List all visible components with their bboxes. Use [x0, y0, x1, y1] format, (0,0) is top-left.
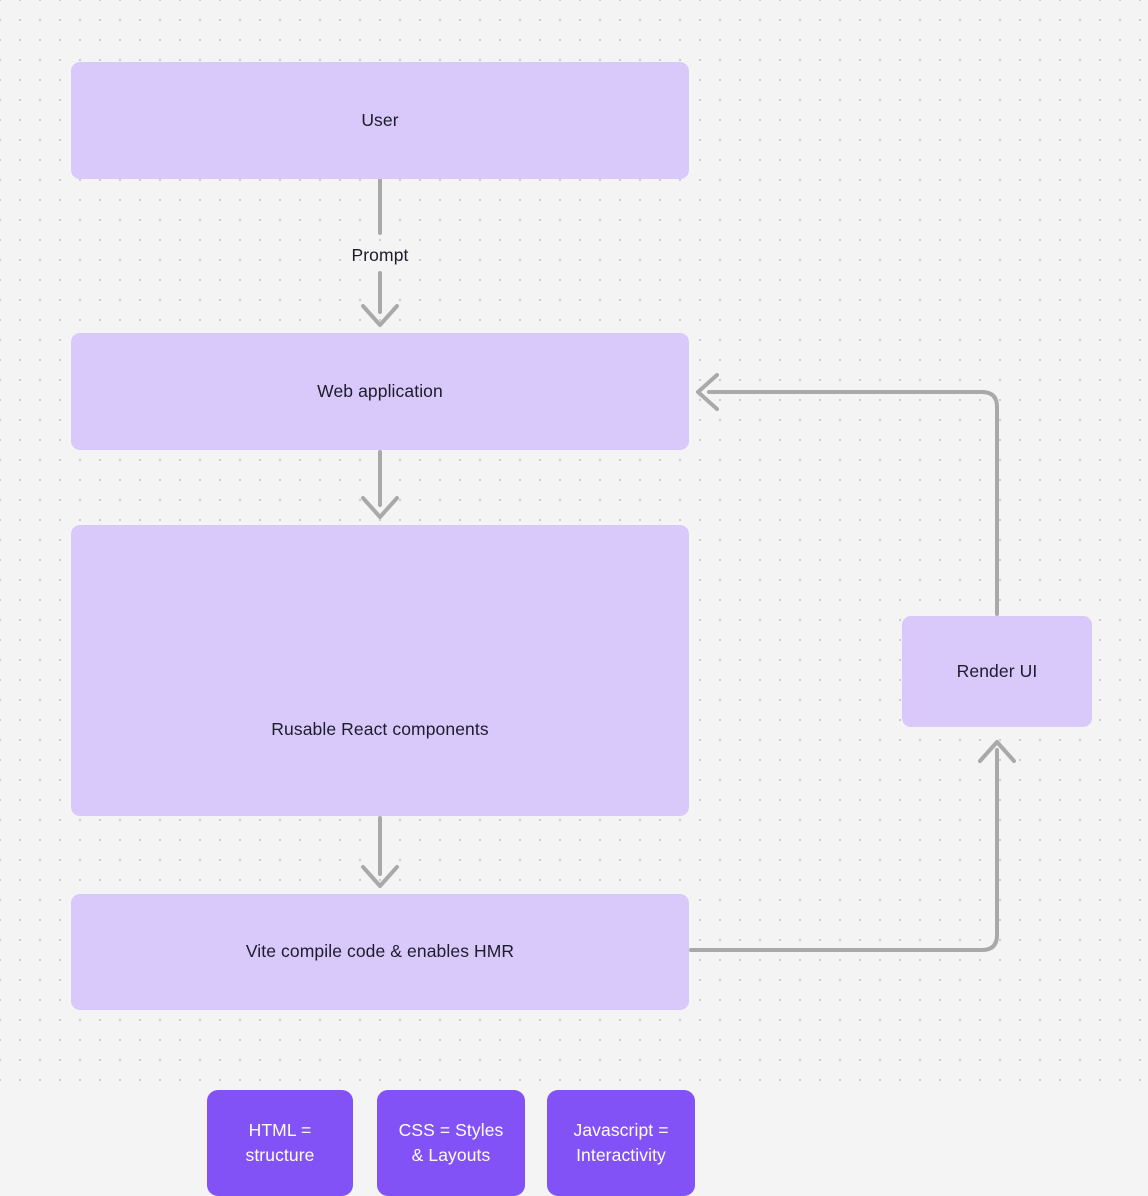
edge-components-to-vite	[361, 816, 399, 888]
node-reusable-components-group[interactable]: HTML = structure CSS = Styles & Layouts …	[71, 525, 695, 1196]
node-vite-compile[interactable]: Vite compile code & enables HMR	[71, 894, 689, 1010]
components-group-caption: Rusable React components	[271, 719, 489, 739]
chip-javascript[interactable]: Javascript = Interactivity	[547, 1090, 695, 1196]
edge-webapp-to-components	[361, 450, 399, 519]
chip-css[interactable]: CSS = Styles & Layouts	[377, 1090, 525, 1196]
node-user-label: User	[361, 109, 399, 130]
node-vite-compile-label: Vite compile code & enables HMR	[245, 941, 515, 962]
node-web-application-label: Web application	[317, 380, 443, 401]
node-render-ui-label: Render UI	[956, 660, 1038, 681]
node-user[interactable]: User	[71, 62, 689, 179]
edge-render-to-webapp	[696, 373, 999, 616]
node-render-ui[interactable]: Render UI	[902, 616, 1092, 727]
chip-html[interactable]: HTML = structure	[207, 1090, 353, 1196]
edge-label-prompt: Prompt	[351, 245, 409, 265]
node-web-application[interactable]: Web application	[71, 333, 689, 450]
edge-vite-to-render	[689, 740, 1016, 952]
